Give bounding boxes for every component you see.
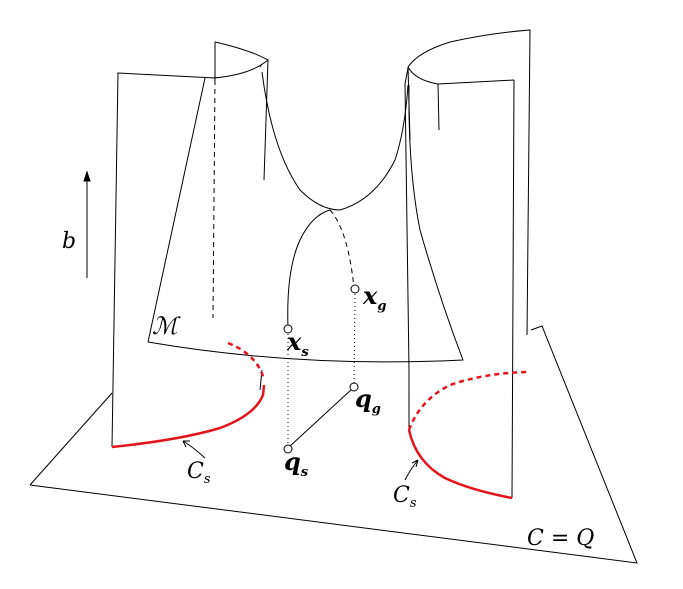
point-q-g xyxy=(349,382,359,392)
ground-plane-left-edge xyxy=(29,392,113,486)
manifold-path xyxy=(287,209,331,329)
right-sheet xyxy=(404,29,531,499)
x-g-label: xg xyxy=(362,281,386,314)
point-x-g xyxy=(350,284,360,294)
cs-curve-right-dashed xyxy=(407,370,528,431)
cs-pointer-arrows xyxy=(182,440,419,481)
projection-lines xyxy=(287,293,356,444)
ground-plane xyxy=(29,325,638,564)
point-q-s xyxy=(283,444,293,454)
q-g-label: qg xyxy=(355,384,381,417)
config-space-label: C = Q xyxy=(527,526,594,551)
b-axis-arrow xyxy=(83,170,91,278)
manifold-label: ℳ xyxy=(152,312,181,340)
x-s-label: xs xyxy=(286,327,309,360)
cs-curve-right xyxy=(407,429,513,500)
cs-label-left: Cs xyxy=(187,459,211,487)
b-label: b xyxy=(62,229,76,254)
cs-curve-left-dashed xyxy=(227,341,266,381)
cs-label-right: Cs xyxy=(393,483,417,511)
points xyxy=(283,284,360,454)
left-sheet xyxy=(111,41,269,448)
q-path xyxy=(288,388,353,448)
hidden-lines xyxy=(212,79,355,319)
manifold-surface xyxy=(147,71,464,391)
q-s-label: qs xyxy=(284,447,309,480)
cs-curve-left xyxy=(111,384,266,449)
cs-red-curves xyxy=(111,341,528,500)
point-x-s xyxy=(283,324,293,334)
